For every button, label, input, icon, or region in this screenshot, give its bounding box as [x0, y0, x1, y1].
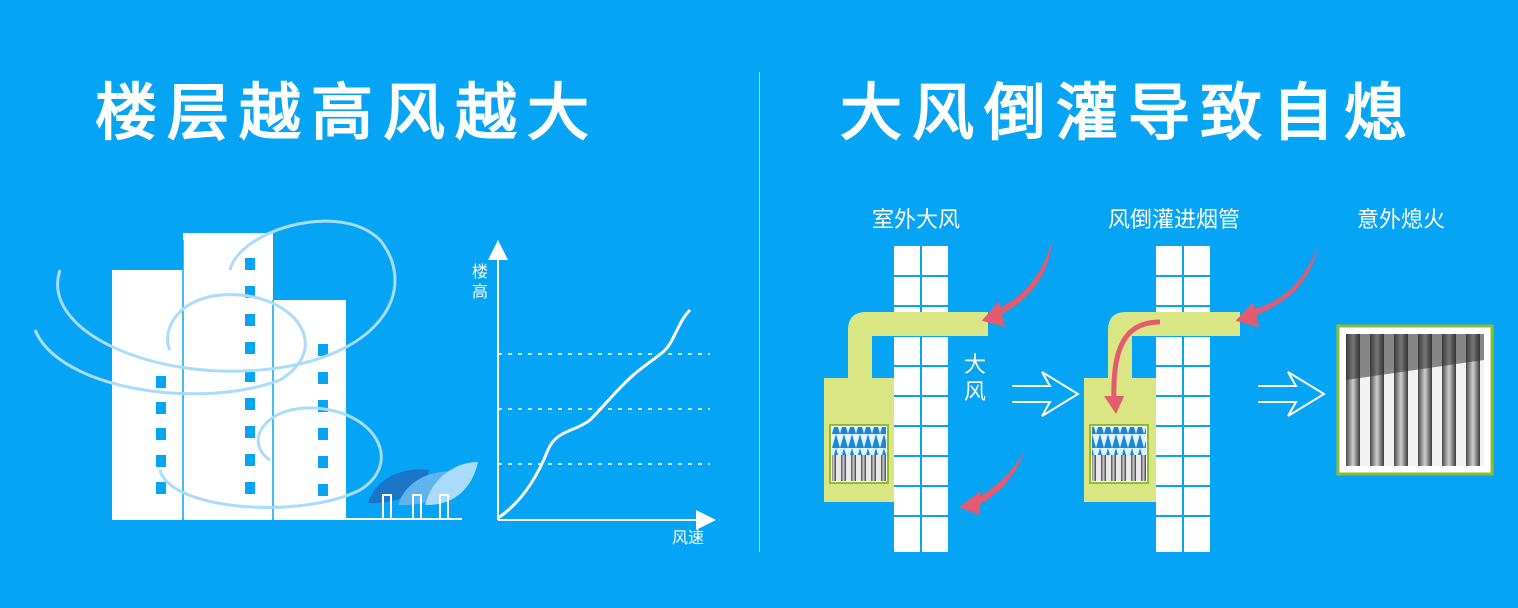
right-panel-title: 大风倒灌导致自熄	[840, 76, 1417, 149]
building-center	[183, 233, 273, 520]
chart-curve	[497, 308, 692, 520]
wind-arrow-lower-1	[959, 450, 1025, 515]
chart-x-axis-label: 风速	[672, 528, 705, 547]
flue-pipe-2	[1108, 312, 1240, 378]
wind-swirls	[33, 219, 397, 509]
wind-arrow-upper-1	[981, 239, 1053, 327]
step-arrow-1	[1012, 371, 1080, 417]
trees	[346, 462, 478, 520]
step-label-outdoor-wind: 室外大风	[872, 208, 961, 233]
step-label-flameout: 意外熄火	[1357, 208, 1446, 233]
height-vs-wind-chart	[488, 240, 716, 530]
wind-label: 大风	[964, 353, 987, 405]
panel-divider	[759, 72, 760, 552]
chart-y-axis-label: 楼高	[472, 262, 489, 301]
scene-flameout	[1336, 324, 1494, 476]
scene-backflow	[1084, 245, 1319, 552]
step-arrow-2	[1258, 371, 1326, 417]
buildings-group	[33, 219, 478, 520]
chimney-wall-2	[1156, 246, 1210, 552]
building-windows	[156, 258, 328, 496]
chart-gridlines	[498, 353, 710, 465]
left-panel-title: 楼层越高风越大	[95, 76, 600, 149]
building-left	[112, 270, 184, 520]
backflow-arrow	[1111, 319, 1161, 401]
scene-outdoor-wind	[824, 239, 1053, 552]
flue-pipe-1	[848, 312, 988, 378]
wind-arrow-upper-2	[1235, 245, 1319, 328]
chimney-wall-1	[894, 246, 948, 552]
step-label-backflow: 风倒灌进烟管	[1108, 208, 1241, 233]
